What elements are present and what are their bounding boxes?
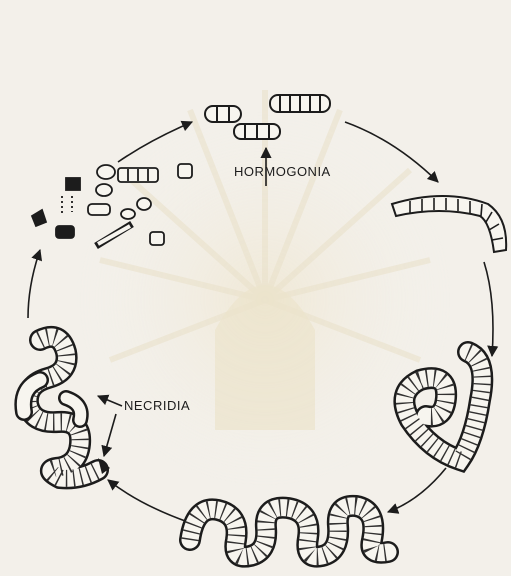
arrow-bottom-left: [108, 480, 188, 522]
hormogonium-1: [205, 106, 241, 122]
necridia-pointer-lower: [104, 414, 116, 456]
arrow-left: [28, 250, 40, 318]
arrow-bottom-right: [388, 468, 446, 512]
looped-filament: [190, 506, 388, 557]
necridia-label: NECRIDIA: [124, 398, 190, 413]
hormogonia-label: HORMOGONIA: [234, 164, 331, 179]
arrow-right: [484, 262, 493, 356]
hormogonium-2: [270, 95, 330, 112]
hormogonium-3: [234, 124, 280, 139]
